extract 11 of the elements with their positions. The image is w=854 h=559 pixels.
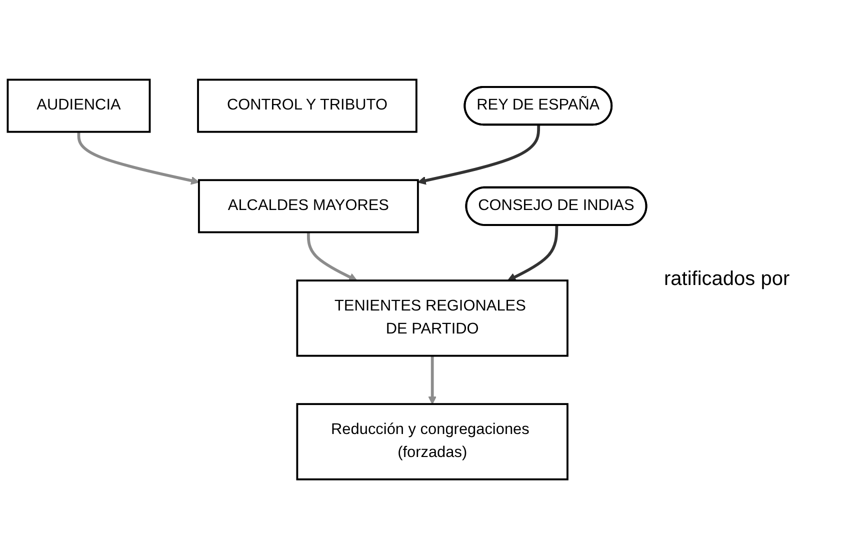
- node-box: TENIENTES REGIONALES DE PARTIDO: [296, 280, 568, 357]
- arrow: [428, 356, 437, 404]
- arrow: [507, 225, 558, 281]
- arrow: [77, 132, 200, 185]
- note-text: ratificados por: [664, 268, 791, 291]
- arrow: [307, 232, 358, 281]
- node-box: ALCALDES MAYORES: [198, 179, 419, 234]
- node-box: Reducción y congregaciones (forzadas): [296, 403, 568, 480]
- node-box: CONTROL Y TRIBUTO: [197, 78, 418, 133]
- arrow: [418, 125, 540, 185]
- node-box: AUDIENCIA: [6, 78, 151, 133]
